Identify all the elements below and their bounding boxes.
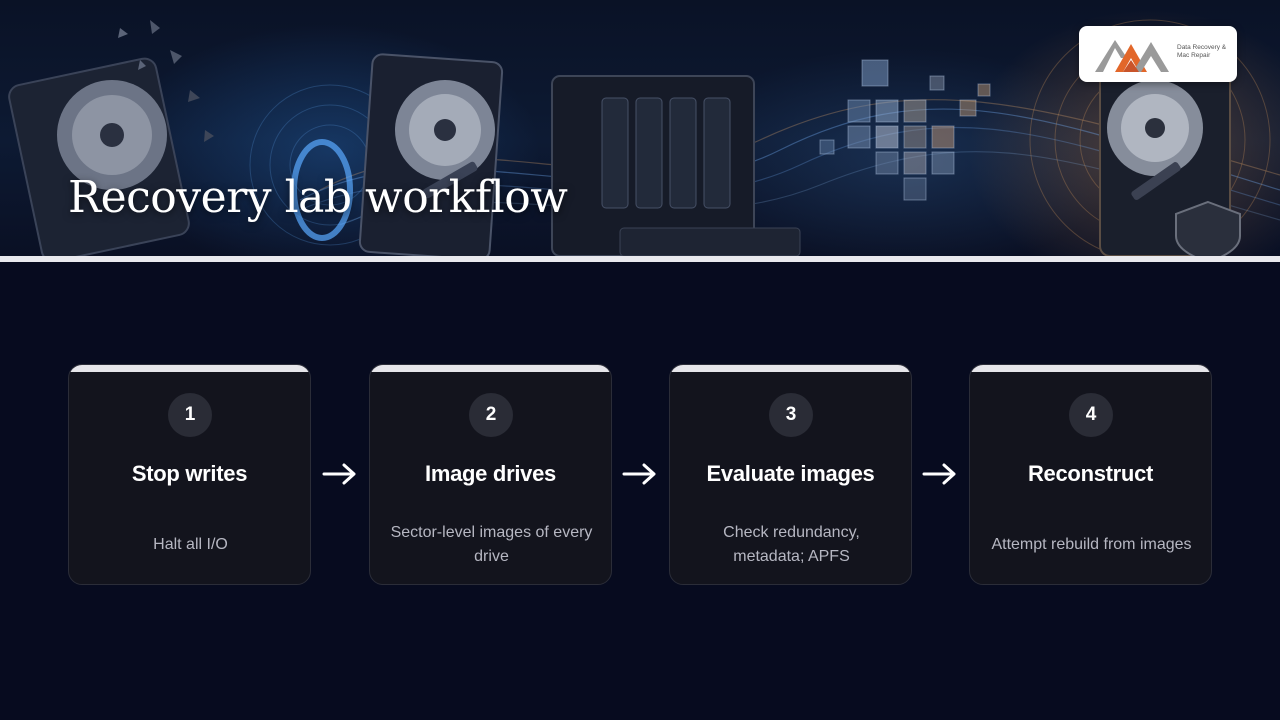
mountain-logo-icon bbox=[1095, 40, 1169, 72]
arrow-right-icon bbox=[622, 463, 656, 485]
step-accent-bar bbox=[69, 365, 310, 372]
step-card-2: 2 Image drives Sector-level images of ev… bbox=[369, 364, 612, 585]
arrow-right-icon bbox=[322, 463, 356, 485]
step-title: Evaluate images bbox=[706, 461, 875, 486]
step-title: Image drives bbox=[425, 461, 556, 486]
nas-enclosure-image bbox=[551, 75, 801, 256]
hard-drive-image bbox=[358, 53, 504, 256]
step-title: Stop writes bbox=[131, 461, 248, 486]
step-number-badge: 4 bbox=[1069, 393, 1113, 437]
step-title: Reconstruct bbox=[1027, 461, 1154, 486]
step-number-badge: 1 bbox=[168, 393, 212, 437]
protected-drive-image bbox=[1099, 71, 1241, 256]
step-accent-bar bbox=[370, 365, 611, 372]
step-accent-bar bbox=[970, 365, 1211, 372]
step-description: Check redundancy, metadata; APFS bbox=[723, 524, 860, 565]
step-card-1: 1 Stop writes Halt all I/O bbox=[68, 364, 311, 585]
company-logo: Data Recovery & Mac Repair bbox=[1079, 26, 1237, 82]
banner-illustration bbox=[8, 19, 1280, 256]
header-banner: Recovery lab workflow Data Recovery & Ma… bbox=[0, 0, 1280, 256]
logo-text: Data Recovery & Mac Repair bbox=[1177, 44, 1227, 59]
step-card-3: 3 Evaluate images Check redundancy, meta… bbox=[669, 364, 912, 585]
step-accent-bar bbox=[670, 365, 911, 372]
arrow-right-icon bbox=[922, 463, 956, 485]
broken-drive-image bbox=[8, 20, 214, 256]
banner-divider bbox=[0, 256, 1280, 262]
step-description: Halt all I/O bbox=[153, 536, 228, 553]
step-number-badge: 3 bbox=[769, 393, 813, 437]
data-cubes-image bbox=[819, 59, 991, 201]
page-title: Recovery lab workflow bbox=[68, 172, 568, 223]
step-number-badge: 2 bbox=[469, 393, 513, 437]
step-card-4: 4 Reconstruct Attempt rebuild from image… bbox=[969, 364, 1212, 585]
step-description: Attempt rebuild from images bbox=[991, 536, 1192, 553]
step-description: Sector-level images of every drive bbox=[390, 524, 593, 565]
